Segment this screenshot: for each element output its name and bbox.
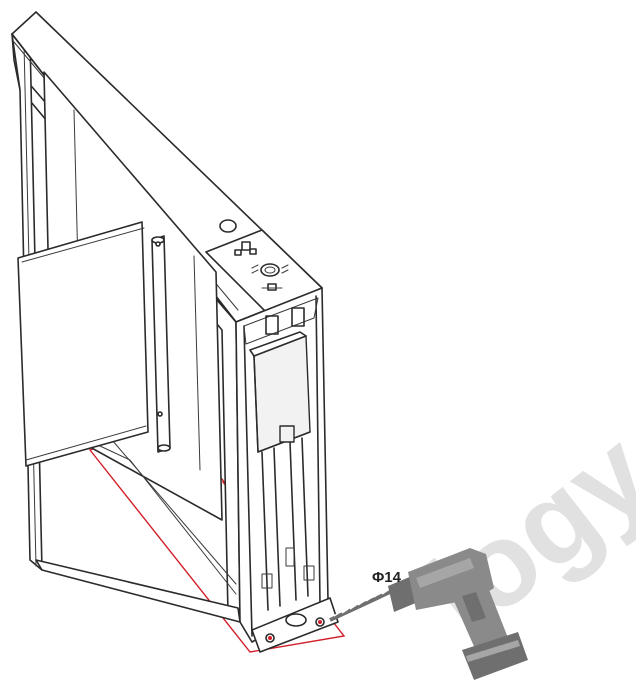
watermark: logy [403, 407, 636, 660]
control-panel-icons [234, 241, 289, 291]
drill-bit [329, 589, 391, 622]
lid-hole [219, 219, 237, 233]
drill-bit-size-label: Φ14 [372, 569, 402, 586]
watermark-text: logy [403, 407, 636, 660]
swing-barrier [17, 221, 171, 467]
electric-drill-icon [329, 548, 528, 680]
barrier-panel [17, 221, 149, 467]
cabinet-bottom-rail [35, 559, 241, 623]
